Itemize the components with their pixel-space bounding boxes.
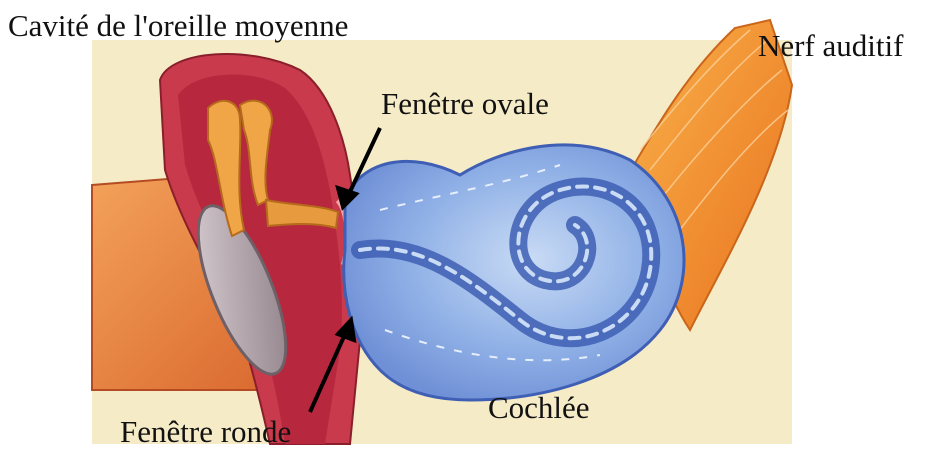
label-middle-ear-cavity: Cavité de l'oreille moyenne	[8, 10, 348, 41]
label-oval-window: Fenêtre ovale	[381, 88, 549, 119]
label-round-window: Fenêtre ronde	[120, 416, 291, 447]
label-auditory-nerve: Nerf auditif	[758, 30, 903, 61]
label-cochlea: Cochlée	[488, 392, 590, 423]
